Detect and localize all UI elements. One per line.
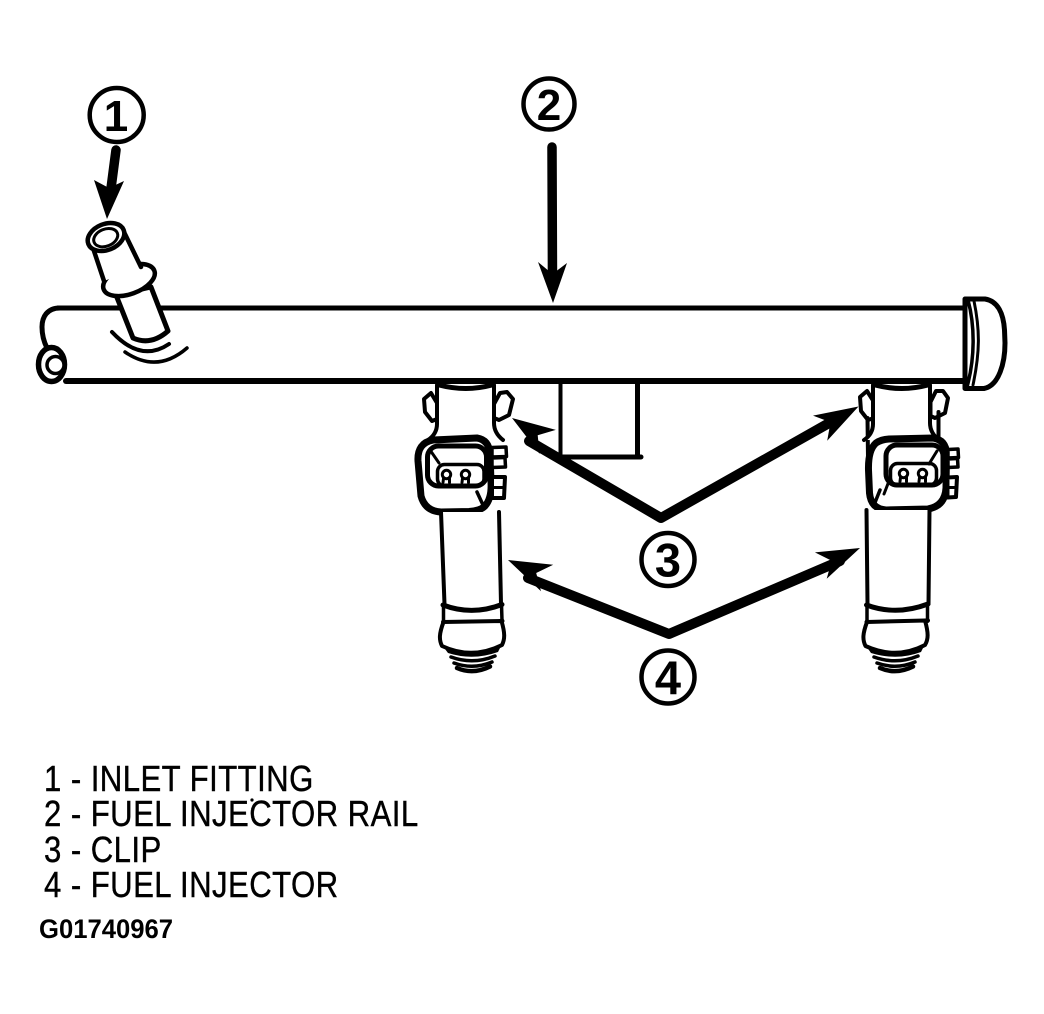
svg-text:2: 2 [537,81,561,130]
svg-text:3: 3 [655,534,681,587]
svg-text:1: 1 [104,92,128,141]
svg-text:4: 4 [655,651,681,704]
